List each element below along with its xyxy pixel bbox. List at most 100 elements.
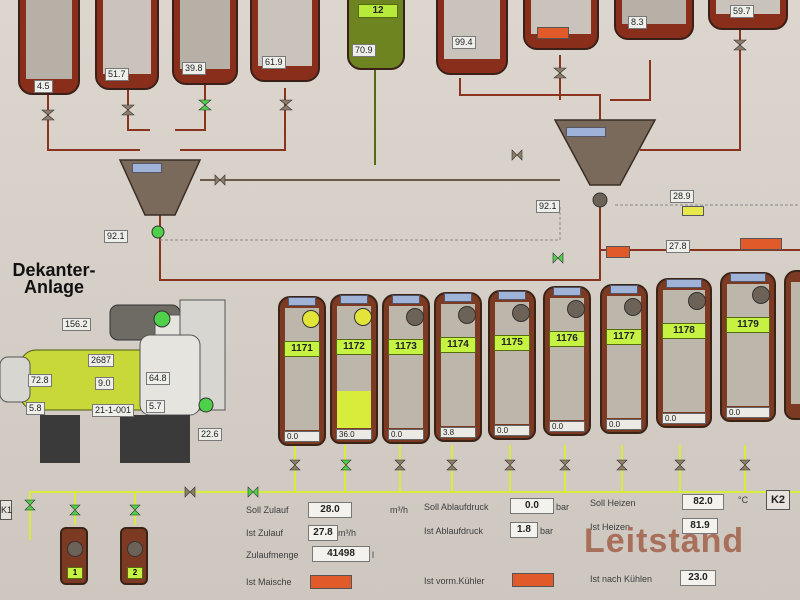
pump-icon [127, 541, 143, 557]
top-tank-5-level: 70.9 [352, 44, 376, 57]
soll-ablaufdruck-unit: bar [556, 502, 570, 512]
status-lamp-icon [458, 306, 476, 324]
soll-heizen-unit: °C [738, 495, 749, 505]
top-tank-6-level: 99.4 [452, 36, 476, 49]
vessel-level: 0.0 [388, 429, 424, 440]
pump-icon [67, 541, 83, 557]
top-tank-9-level: 59.7 [730, 5, 754, 18]
status-lamp-icon [752, 286, 770, 304]
top-tank-1[interactable] [18, 0, 80, 95]
funnel-right-value: 92.1 [536, 200, 560, 213]
decanter-value-7: 64.8 [146, 372, 170, 385]
funnel-right-indicator [682, 206, 704, 216]
vessel-1177[interactable]: 1177 0.0 [600, 284, 648, 434]
decanter-value-3: 72.8 [28, 374, 52, 387]
decanter-value-5: 5.8 [26, 402, 45, 415]
status-lamp-icon [354, 308, 372, 326]
k2-button[interactable]: K2 [766, 490, 790, 510]
ist-nach-kuhlen-value: 23.0 [680, 570, 716, 586]
soll-zulauf-label: Soll Zulauf [246, 505, 289, 515]
zulaufmenge-value: 41498 [312, 546, 370, 562]
vessel-1179[interactable]: 1179 0.0 [720, 272, 776, 422]
vessel-1172[interactable]: 1172 36.0 [330, 294, 378, 444]
ist-heizen-label: Ist Heizen [590, 522, 631, 532]
vessel-1178[interactable]: 1178 0.0 [656, 278, 712, 428]
top-tank-1-level: 4.5 [34, 80, 53, 93]
pipe-value-a: 27.8 [666, 240, 690, 253]
ist-ablaufdruck-unit: bar [540, 526, 554, 536]
decanter-value-6: 21-1-001 [92, 404, 135, 417]
vessel-level: 0.0 [662, 413, 706, 424]
ist-zulauf-label: Ist Zulauf [246, 528, 284, 538]
top-tank-4[interactable] [250, 0, 320, 82]
vessel-1174[interactable]: 1174 3.8 [434, 292, 482, 442]
vessel-label: 1175 [494, 335, 530, 351]
funnel-left-tag [132, 163, 162, 173]
vessel-label: 1178 [662, 323, 706, 339]
decanter-value-1: 156.2 [62, 318, 91, 331]
soll-heizen-input[interactable]: 82.0 [682, 494, 724, 510]
vessel-level: 36.0 [336, 429, 372, 440]
vessel-label: 1177 [606, 329, 642, 345]
top-tank-7[interactable] [523, 0, 599, 50]
vessel-1172-fill [337, 391, 371, 428]
vessel-label: 1173 [388, 339, 424, 355]
pump-2[interactable]: 2 [120, 527, 148, 585]
ist-zulauf-value: 27.8 [308, 525, 338, 541]
soll-zulauf-input[interactable]: 28.0 [308, 502, 352, 518]
ist-ablaufdruck-value: 1.8 [510, 522, 538, 538]
vessel-1171[interactable]: 1171 0.0 [278, 296, 326, 446]
ist-nach-kuhlen-label: Ist nach Kühlen [590, 574, 653, 584]
vessel-level: 0.0 [726, 407, 770, 418]
vessel-level: 3.8 [440, 427, 476, 438]
zulaufmenge-label: Zulaufmenge [246, 550, 299, 560]
vessel-partial[interactable] [784, 270, 800, 420]
vessel-label: 1172 [336, 339, 372, 355]
soll-ablaufdruck-input[interactable]: 0.0 [510, 498, 554, 514]
soll-heizen-label: Soll Heizen [590, 498, 636, 508]
vessel-1176[interactable]: 1176 0.0 [543, 286, 591, 436]
k1-button[interactable]: K1 [0, 500, 12, 520]
top-tank-6[interactable] [436, 0, 508, 75]
vessel-level: 0.0 [284, 431, 320, 442]
status-lamp-icon [688, 292, 706, 310]
ist-vorm-kuhler-label: Ist vorm.Kühler [424, 576, 485, 586]
decanter-value-2: 2687 [88, 354, 115, 367]
vessel-level: 0.0 [549, 421, 585, 432]
alarm-indicator-1 [606, 246, 630, 258]
decanter-value-8: 5.7 [146, 400, 165, 413]
vessel-label: 1179 [726, 317, 770, 333]
top-tank-2-level: 51.7 [105, 68, 129, 81]
funnel-right-tag [566, 127, 606, 137]
ist-vorm-kuhler-indicator [512, 573, 554, 587]
ist-zulauf-unit: m³/h [338, 528, 356, 538]
top-tank-8-level: 8.3 [628, 16, 647, 29]
decanter-value-4: 9.0 [95, 377, 114, 390]
status-lamp-icon [567, 300, 585, 318]
pump-1[interactable]: 1 [60, 527, 88, 585]
decanter-machine[interactable] [0, 295, 240, 475]
alarm-indicator-2 [740, 238, 782, 250]
top-tank-7-alarm [537, 27, 569, 39]
ist-maische-indicator [310, 575, 352, 589]
top-tank-5-tag: 12 [358, 4, 398, 18]
vessel-label: 1176 [549, 331, 585, 347]
status-lamp-icon [406, 308, 424, 326]
vessel-label: 1174 [440, 337, 476, 353]
top-tank-8[interactable] [614, 0, 694, 40]
ist-ablaufdruck-label: Ist Ablaufdruck [424, 526, 484, 536]
status-lamp-icon [512, 304, 530, 322]
leitstand-title: Leitstand [584, 522, 745, 560]
status-lamp-icon [624, 298, 642, 316]
vessel-level: 0.0 [606, 419, 642, 430]
zulaufmenge-unit: l [372, 550, 374, 560]
vessel-1173[interactable]: 1173 0.0 [382, 294, 430, 444]
vessel-level: 0.0 [494, 425, 530, 436]
vessel-1175[interactable]: 1175 0.0 [488, 290, 536, 440]
decanter-title: Dekanter- Anlage [12, 260, 96, 297]
ist-maische-label: Ist Maische [246, 577, 292, 587]
status-lamp-icon [302, 310, 320, 328]
vessel-label: 1171 [284, 341, 320, 357]
